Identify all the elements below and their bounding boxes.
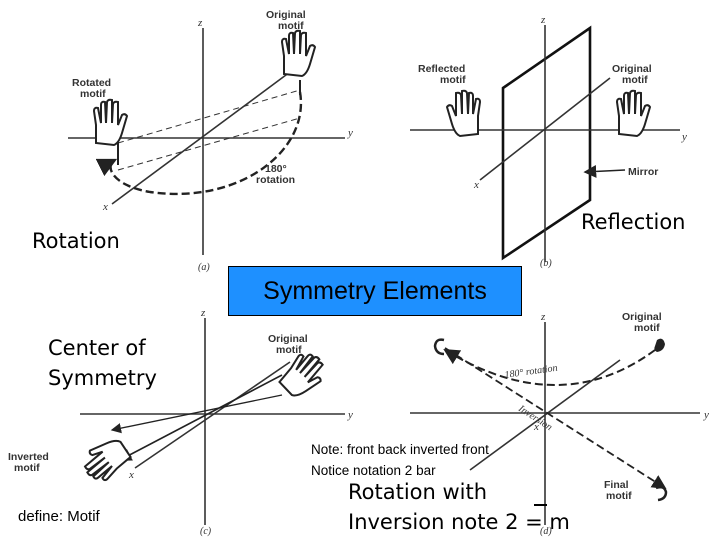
label-reflected-b-1: Reflected bbox=[418, 63, 465, 75]
intermediate-motif-d bbox=[433, 338, 445, 356]
rotation-with-inversion-2: Inversion note 2 = m bbox=[348, 510, 570, 534]
axis-label-z-c: z bbox=[200, 307, 206, 319]
sub-caption-d: (d) bbox=[540, 526, 552, 537]
axis-label-y-b: y bbox=[681, 131, 687, 143]
original-motif-hand-a bbox=[281, 29, 316, 77]
caption-center-of-symmetry-2: Symmetry bbox=[48, 366, 157, 390]
label-final-d-1: Final bbox=[604, 479, 629, 491]
axis-label-z-a: z bbox=[197, 17, 203, 29]
inversion-line-1-c bbox=[118, 374, 283, 461]
axis-x-c bbox=[134, 361, 291, 469]
label-original-a-2: motif bbox=[278, 20, 304, 32]
rotation-arc-d bbox=[443, 348, 656, 386]
final-motif-d bbox=[655, 485, 668, 502]
overbar-2 bbox=[534, 504, 547, 506]
mirror-pointer-b bbox=[583, 165, 626, 178]
rotation-arc-a bbox=[95, 91, 303, 196]
label-angle-a-2: rotation bbox=[256, 174, 295, 186]
note-line-2: Notice notation 2 bar bbox=[311, 463, 436, 478]
label-original-b-2: motif bbox=[622, 74, 648, 86]
axis-x-b bbox=[479, 77, 611, 181]
axis-label-y-c: y bbox=[347, 409, 353, 421]
axis-label-z-d: z bbox=[540, 311, 546, 323]
label-reflected-b-2: motif bbox=[440, 74, 466, 86]
label-inverted-c-2: motif bbox=[14, 462, 40, 474]
label-final-d-2: motif bbox=[606, 490, 632, 502]
label-original-c-1: Original bbox=[268, 333, 308, 345]
inversion-line-d bbox=[444, 347, 667, 489]
label-original-d-1: Original bbox=[622, 311, 662, 323]
panel-b-reflection: Reflected motif Original motif Mirror z … bbox=[410, 14, 687, 269]
label-rotated-a-1: Rotated bbox=[72, 77, 111, 89]
axis-x-a bbox=[111, 71, 291, 205]
page-title: Symmetry Elements bbox=[263, 276, 487, 305]
axis-label-x-c: x bbox=[128, 469, 134, 481]
caption-rotation: Rotation bbox=[32, 229, 120, 253]
label-angle-a-1: 180° bbox=[265, 163, 287, 175]
sub-caption-b: (b) bbox=[540, 258, 552, 269]
original-motif-d bbox=[654, 338, 665, 352]
axis-label-y-a: y bbox=[347, 127, 353, 139]
label-mirror-b: Mirror bbox=[628, 166, 658, 178]
note-line-1: Note: front back inverted front bbox=[311, 442, 489, 457]
panel-a-rotation: Original motif Rotated motif 180° rotati… bbox=[68, 9, 353, 273]
label-original-c-2: motif bbox=[276, 344, 302, 356]
caption-reflection: Reflection bbox=[581, 210, 686, 234]
axis-label-z-b: z bbox=[540, 14, 546, 26]
axis-x-d bbox=[469, 359, 621, 471]
caption-center-of-symmetry-1: Center of bbox=[48, 336, 146, 360]
axis-label-x-b: x bbox=[473, 179, 479, 191]
inversion-line-2-c bbox=[110, 394, 283, 434]
rotation-radius-a bbox=[117, 89, 301, 144]
axis-label-x-d: x bbox=[533, 421, 539, 433]
rotation-with-inversion-1: Rotation with bbox=[348, 480, 488, 504]
mirror-plane-b bbox=[501, 25, 592, 261]
axis-label-x-a: x bbox=[102, 201, 108, 213]
label-inverted-c-1: Inverted bbox=[8, 451, 49, 463]
label-original-d-2: motif bbox=[634, 322, 660, 334]
sub-caption-c: (c) bbox=[200, 526, 212, 537]
label-rotation-d: 180° rotation bbox=[504, 363, 558, 381]
sub-caption-a: (a) bbox=[198, 262, 210, 273]
inverted-motif-hand-c bbox=[76, 430, 135, 488]
label-rotated-a-2: motif bbox=[80, 88, 106, 100]
define-motif: define: Motif bbox=[18, 508, 100, 525]
axis-label-y-d: y bbox=[703, 409, 709, 421]
rotation-radius2-a bbox=[117, 117, 301, 171]
label-original-b-1: Original bbox=[612, 63, 652, 75]
label-original-a-1: Original bbox=[266, 9, 306, 21]
panel-c-inversion: Original motif Inverted motif z y x (c) bbox=[8, 307, 353, 537]
title-box: Symmetry Elements bbox=[228, 266, 522, 316]
